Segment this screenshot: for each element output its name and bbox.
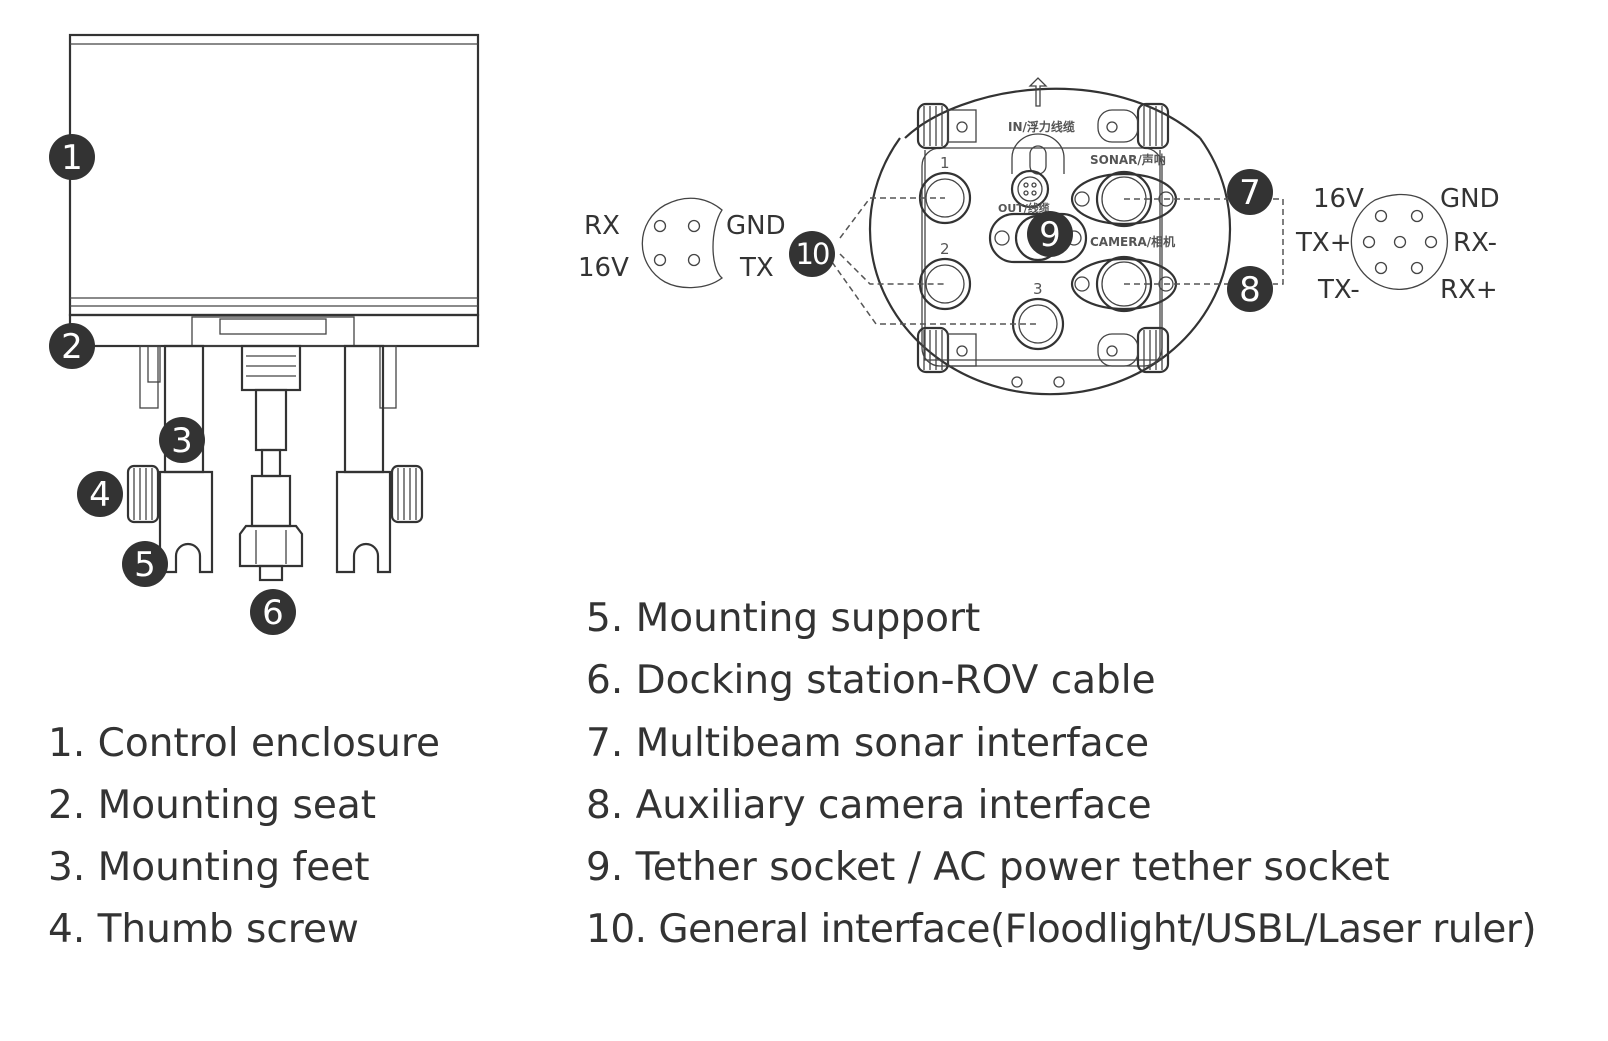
docking-cable-drawing	[238, 344, 304, 582]
corner-knob-top-left	[916, 102, 977, 150]
pin-txminus-label: TX-	[1317, 275, 1360, 305]
port-1-label: 1	[940, 154, 950, 172]
pin-gnd-label: GND	[726, 211, 786, 241]
camera-label: CAMERA/相机	[1090, 234, 1175, 249]
svg-text:4: 4	[89, 475, 111, 515]
corner-knob-bottom-right	[1097, 326, 1170, 374]
legend-item-8: 8. Auxiliary camera interface	[586, 783, 1152, 828]
callout-5: 5	[122, 541, 168, 587]
legend-item-6: 6. Docking station-ROV cable	[586, 658, 1156, 703]
out-label: OUT/线缆	[998, 201, 1050, 215]
legend-item-2: 2. Mounting seat	[48, 783, 377, 828]
port-2-drawing: 2	[918, 240, 972, 311]
mounting-support-drawing-left	[158, 470, 214, 574]
sonar-label: SONAR/声呐	[1090, 152, 1166, 167]
svg-text:1: 1	[61, 138, 83, 178]
pin-rxminus-label: RX-	[1453, 228, 1497, 258]
side-view-drawing	[68, 33, 480, 582]
callout-6: 6	[250, 589, 296, 635]
callout-9: 9	[1027, 211, 1073, 257]
control-enclosure-drawing	[68, 33, 480, 317]
port-3-drawing: 3	[1011, 280, 1065, 351]
leader-10-port2	[839, 253, 945, 285]
legend-item-5: 5. Mounting support	[586, 596, 981, 641]
leader-10-port1	[839, 197, 945, 239]
legend-item-7: 7. Multibeam sonar interface	[586, 721, 1150, 766]
out-socket-drawing	[1010, 169, 1050, 209]
port-2-label: 2	[940, 240, 950, 258]
svg-text:8: 8	[1239, 270, 1261, 310]
panel-view-drawing: IN/浮力线缆 1 2 3 OUT/线缆	[831, 77, 1284, 396]
legend-item-3: 3. Mounting feet	[48, 845, 370, 890]
up-arrow-icon	[1028, 77, 1048, 107]
pin-rx-label: RX	[584, 211, 620, 241]
svg-text:3: 3	[171, 421, 193, 461]
callout-7: 7	[1227, 169, 1273, 215]
corner-knob-bottom-left	[916, 326, 977, 374]
leader-7-8-join	[1273, 198, 1284, 285]
corner-knob-top-right	[1097, 102, 1170, 150]
pin-tx-label: TX	[739, 253, 774, 283]
pin-gnd-label-6: GND	[1440, 184, 1500, 214]
port-3-label: 3	[1033, 280, 1043, 298]
legend-item-9: 9. Tether socket / AC power tether socke…	[586, 845, 1390, 890]
thumb-screw-drawing-left	[126, 464, 160, 524]
leader-10-port3	[831, 261, 1038, 325]
svg-text:5: 5	[134, 545, 156, 585]
callout-1: 1	[49, 134, 95, 180]
pin-rxplus-label: RX+	[1440, 275, 1498, 305]
callout-3: 3	[159, 417, 205, 463]
svg-text:9: 9	[1039, 215, 1061, 255]
legend-item-10: 10. General interface(Floodlight/USBL/La…	[586, 907, 1537, 952]
svg-text:10: 10	[796, 237, 829, 271]
pinout-4pin: RX GND 16V TX	[578, 197, 786, 289]
pin-16v-label-6: 16V	[1313, 184, 1364, 214]
callout-10: 10	[789, 231, 835, 277]
callout-8: 8	[1227, 266, 1273, 312]
port-1-drawing: 1	[918, 154, 972, 225]
pinout-6pin: 16V GND TX+ RX- TX- RX+	[1295, 184, 1500, 305]
callout-4: 4	[77, 471, 123, 517]
in-label: IN/浮力线缆	[1008, 119, 1075, 134]
callout-2: 2	[49, 323, 95, 369]
svg-text:7: 7	[1239, 173, 1261, 213]
in-socket-drawing	[1011, 133, 1065, 174]
pin-16v-label: 16V	[578, 253, 629, 283]
svg-text:2: 2	[61, 327, 83, 367]
legend-item-4: 4. Thumb screw	[48, 907, 359, 952]
pin-txplus-label: TX+	[1295, 228, 1351, 258]
legend-item-1: 1. Control enclosure	[48, 721, 441, 766]
svg-text:6: 6	[262, 593, 284, 633]
